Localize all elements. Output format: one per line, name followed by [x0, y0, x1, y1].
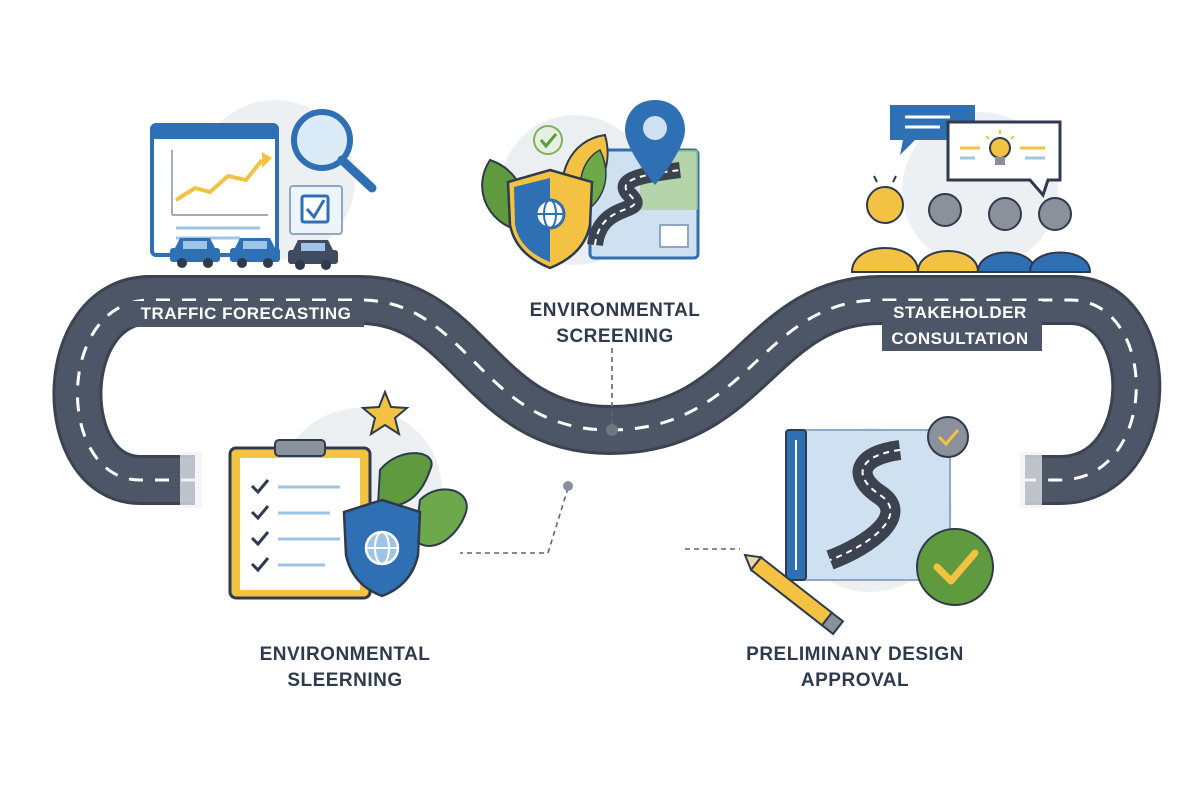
road-map-icon [799, 429, 951, 581]
environmental-screening-illustration [481, 100, 700, 270]
stakeholder-consultation-illustration [850, 105, 1092, 273]
leaf-icon [376, 452, 468, 547]
stage-label-line: TRAFFIC FORECASTING [140, 304, 352, 323]
stage-label-line: SCREENING [556, 326, 674, 347]
car-icon [170, 238, 338, 270]
environmental-sleerning-illustration [228, 389, 468, 600]
stage-label-stakeholder-consultation: STAKEHOLDER CONSULTATION [870, 300, 1050, 352]
map-pin-icon [625, 100, 685, 185]
ruler-icon [785, 429, 807, 581]
chart-icon [150, 123, 279, 257]
star-icon [360, 389, 410, 437]
design-approval-illustration [743, 416, 994, 636]
stage-label-line: ENVIRONMENTAL [529, 300, 701, 321]
connector-lines [460, 348, 740, 554]
check-circle-icon [916, 416, 994, 606]
people-icon [850, 175, 1092, 273]
stage-label-line: APPROVAL [800, 670, 910, 691]
stage-label-environmental-sleerning: ENVIRONMENTAL SLEERNING [220, 642, 470, 694]
stage-label-line: SLEERNING [287, 670, 403, 691]
checkbox-icon [289, 185, 343, 235]
pencil-icon [743, 553, 845, 636]
connector-dot [606, 424, 618, 436]
road-label-bg-stakeholder [882, 301, 1042, 351]
stage-label-line: CONSULTATION [891, 329, 1029, 348]
shield-globe-icon [342, 498, 422, 598]
stage-label-preliminary-design-approval: PRELIMINANY DESIGN APPROVAL [710, 642, 1000, 694]
magnifier-icon [291, 109, 377, 193]
stage-label-line: ENVIRONMENTAL [259, 644, 431, 665]
shield-globe-icon [506, 168, 594, 270]
clipboard-checklist-icon [228, 439, 372, 600]
road-label-bg-traffic [128, 301, 364, 327]
stage-label-line: PRELIMINANY DESIGN [746, 644, 964, 665]
stage-label-traffic-forecasting: TRAFFIC FORECASTING [128, 301, 364, 327]
lightbulb-icon [985, 130, 1015, 165]
stage-label-environmental-screening: ENVIRONMENTAL SCREENING [500, 298, 730, 350]
stage-label-line: STAKEHOLDER [893, 303, 1027, 322]
connector-dot [563, 481, 573, 491]
traffic-forecasting-illustration [150, 100, 377, 270]
